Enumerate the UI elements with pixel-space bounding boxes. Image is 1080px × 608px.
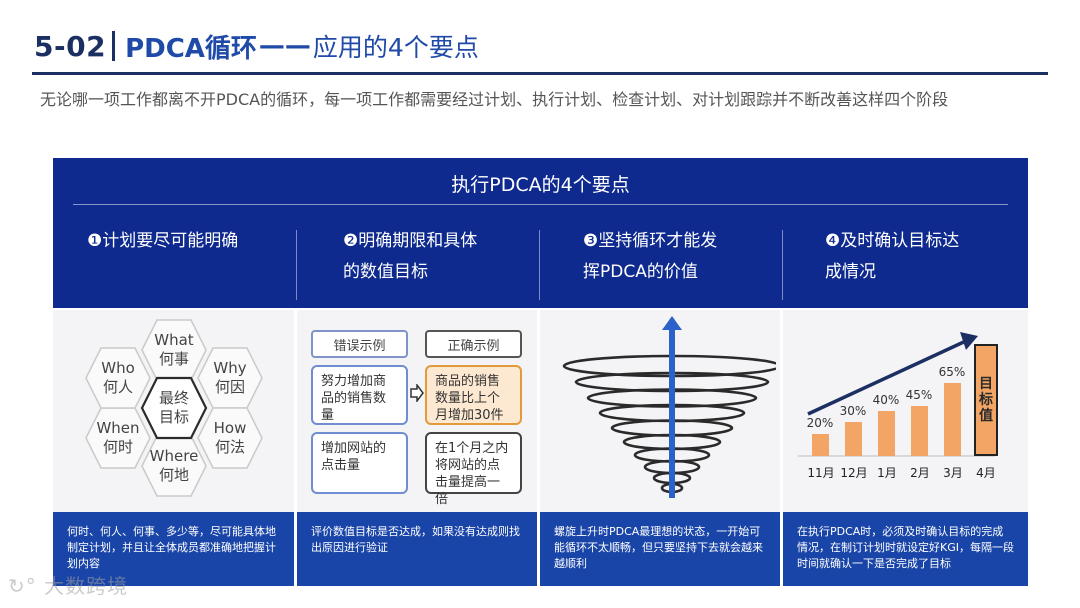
wrong-example-2: 增加网站的点击量 [311, 432, 408, 494]
footer-note-3: 螺旋上升时PDCA最理想的状态，一开始可能循环不太顺畅，但只要坚持下去就会越来越… [540, 512, 780, 586]
title-divider [112, 31, 116, 61]
hexagon-how-zh: 何法 [214, 438, 245, 456]
progress-chart: 20% 11月 30% 12月 40% 1月 45% 2月 65% 3月 目标值 4月 [790, 316, 1025, 506]
footer-note-1: 何时、何人、何事、多少等，尽可能具体地制定计划，并且让全体成员都准确地把握计划内… [53, 512, 294, 586]
wrong-example-1: 努力增加商品的销售数量 [311, 365, 408, 425]
point-4-line2: 成情况 [825, 262, 876, 282]
bar-value-label: 65% [938, 365, 966, 379]
title-dash: —— [258, 31, 311, 61]
category-label: 12月 [840, 466, 868, 480]
hexagon-how-en: How [213, 419, 247, 437]
category-label: 4月 [976, 466, 996, 480]
point-4: ❹及时确认目标达 成情况 [825, 226, 959, 288]
right-example-2: 在1个月之内将网站的点击量提高一倍 [425, 432, 522, 507]
points-header-title: 执行PDCA的4个要点 [451, 174, 630, 196]
watermark-text: 大数跨境 [44, 574, 129, 598]
watermark: ↻° 大数跨境 [8, 570, 128, 599]
point-2-number-icon: ❷ [343, 231, 359, 251]
column-separator [782, 230, 783, 300]
column-separator [539, 230, 540, 300]
hexagon-who-en: Who [101, 359, 135, 377]
hexagon-why-en: Why [213, 359, 247, 377]
points-header: 执行PDCA的4个要点 ❶计划要尽可能明确 ❷明确期限和具体 的数值目标 ❸坚持… [53, 158, 1028, 308]
header-divider [73, 204, 1008, 205]
category-label: 3月 [943, 466, 963, 480]
hexagon-when-en: When [96, 419, 140, 437]
point-3-line2: 挥PDCA的价值 [583, 262, 698, 282]
point-3-line1: 坚持循环才能发 [598, 231, 718, 251]
title-sub: 应用的4个要点 [312, 33, 479, 62]
point-1-number-icon: ❶ [87, 231, 103, 251]
hexagon-when-zh: 何时 [102, 438, 133, 456]
title-main: PDCA循环 [125, 33, 257, 64]
hexagon-what-zh: 何事 [158, 350, 189, 368]
hexagon-center-goal: 最终目标 [140, 376, 208, 440]
slide-title: 5-02 PDCA循环 —— 应用的4个要点 [34, 26, 479, 66]
chart-bar [812, 434, 829, 456]
hexagon-why-zh: 何因 [214, 378, 245, 396]
footer-note-4: 在执行PDCA时，必须及时确认目标的完成情况，在制订计划时就设定好KGI，每隔一… [783, 512, 1028, 586]
bar-value-label: 20% [806, 416, 834, 430]
target-bar-label: 目标值 [979, 376, 993, 424]
right-example-label: 正确示例 [425, 330, 522, 358]
point-1: ❶计划要尽可能明确 [87, 226, 238, 257]
arrow-right-icon [410, 382, 424, 404]
bar-value-label: 40% [872, 393, 900, 407]
intro-text: 无论哪一项工作都离不开PDCA的循环，每一项工作都需要经过计划、执行计划、检查计… [40, 90, 949, 109]
title-underline [32, 72, 1048, 75]
chart-bar [944, 383, 961, 456]
watermark-logo-icon: ↻° [8, 574, 37, 598]
hexagon-center-l1: 最终 [158, 389, 189, 407]
bar-value-label: 30% [839, 404, 867, 418]
point-4-number-icon: ❹ [825, 231, 841, 251]
category-label: 1月 [877, 466, 897, 480]
wrong-example-label: 错误示例 [311, 330, 408, 358]
point-4-line1: 及时确认目标达 [840, 231, 960, 251]
hexagon-who-zh: 何人 [102, 378, 133, 396]
point-2: ❷明确期限和具体 的数值目标 [343, 226, 477, 288]
target-bar: 目标值 [974, 344, 998, 456]
hexagon-what-en: What [154, 331, 194, 349]
category-label: 2月 [910, 466, 930, 480]
right-example-1: 商品的销售数量比上个月增加30件 [425, 365, 522, 425]
hexagon-where-en: Where [149, 447, 199, 465]
spiral-diagram [556, 316, 782, 502]
point-3: ❸坚持循环才能发 挥PDCA的价值 [583, 226, 717, 288]
point-3-number-icon: ❸ [583, 231, 599, 251]
chart-bar [845, 422, 862, 456]
bar-value-label: 45% [905, 388, 933, 402]
category-label: 11月 [807, 466, 835, 480]
footer-note-2: 评价数值目标是否达成，如果没有达成则找出原因进行验证 [297, 512, 537, 586]
point-2-line1: 明确期限和具体 [358, 231, 478, 251]
chart-bar [878, 411, 895, 456]
column-separator [296, 230, 297, 300]
hexagon-center-l2: 目标 [158, 408, 189, 426]
hexagon-where-zh: 何地 [158, 466, 189, 484]
section-number: 5-02 [34, 29, 107, 63]
chart-bar [911, 406, 928, 456]
point-1-line1: 计划要尽可能明确 [102, 231, 239, 251]
trend-arrow-icon [798, 332, 995, 457]
point-2-line2: 的数值目标 [343, 262, 428, 282]
